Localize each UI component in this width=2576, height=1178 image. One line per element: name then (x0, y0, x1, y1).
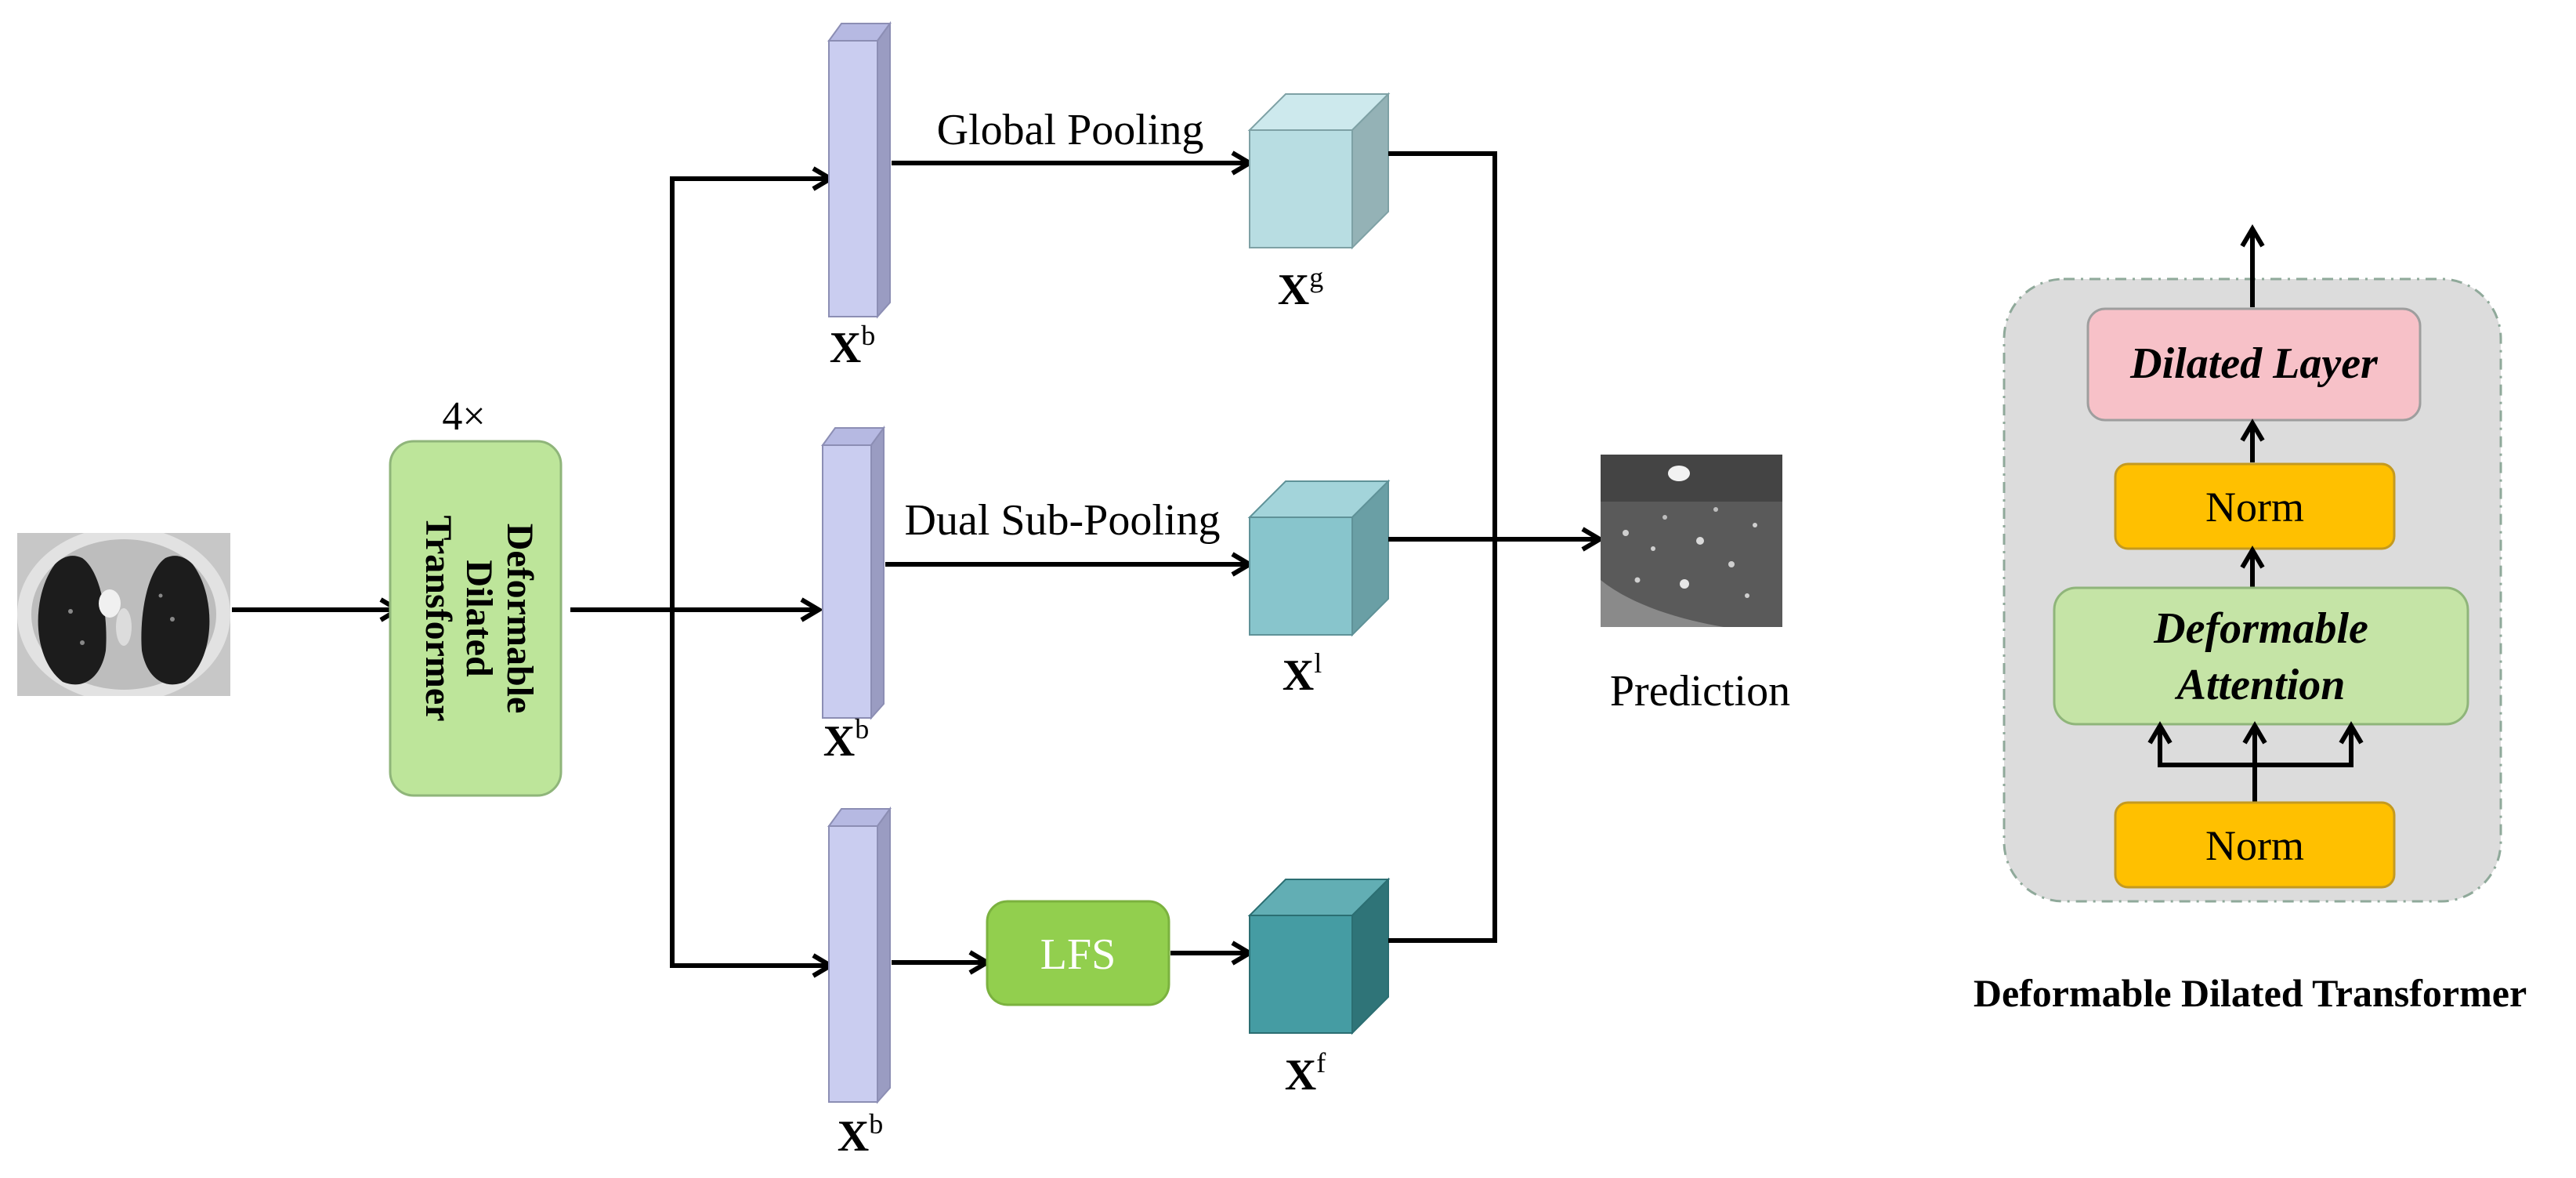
cube-label-local: Xl (1283, 647, 1322, 700)
attention-label-line2: Attention (2175, 661, 2346, 709)
norm-block-top: Norm (2114, 462, 2396, 550)
bar-label-middle: Xb (823, 713, 869, 766)
prediction-label: Prediction (1610, 667, 1790, 716)
cube-label-global: Xg (1278, 262, 1323, 314)
deformable-attention-block: Deformable Attention (2053, 586, 2469, 726)
attention-input-arrows (2147, 721, 2364, 803)
norm-top-label: Norm (2205, 484, 2304, 531)
attention-label-line1: Deformable (2153, 604, 2368, 653)
cube-label-fused: Xf (1285, 1047, 1326, 1100)
ddt-label-line1: Deformable (499, 524, 541, 714)
bar-label-bottom: Xb (838, 1108, 883, 1161)
ddt-label-line3: Transformer (418, 515, 459, 721)
dilated-layer-label: Dilated Layer (2129, 339, 2379, 388)
dilated-layer-block: Dilated Layer (2086, 307, 2422, 422)
ddt-detail-panel: Dilated Layer Norm Deformable Attention … (2003, 224, 2502, 903)
feature-bar-middle (821, 425, 885, 720)
lfs-label: LFS (1040, 930, 1116, 979)
detail-panel-title: Deformable Dilated Transformer (1974, 971, 2527, 1015)
prediction-image (1601, 455, 1782, 627)
feature-bar-bottom (827, 806, 892, 1104)
op-label-dual-sub-pooling: Dual Sub-Pooling (905, 496, 1221, 545)
branch-connectors (570, 166, 835, 978)
merge-connectors (1388, 151, 1605, 943)
cube-global (1247, 92, 1391, 250)
lfs-block: LFS (986, 900, 1170, 1006)
ddt-block: Deformable Dilated Transformer (389, 440, 563, 797)
multiplier-label: 4× (442, 394, 485, 439)
ddt-label-line2: Dilated (458, 560, 500, 677)
feature-bar-top (827, 20, 892, 319)
norm-block-bottom: Norm (2114, 801, 2396, 889)
input-ct-scan-image (17, 533, 230, 696)
norm-bottom-label: Norm (2205, 822, 2304, 869)
cube-fused (1247, 877, 1391, 1035)
bar-label-top: Xb (830, 320, 875, 372)
cube-local (1247, 479, 1391, 637)
op-label-global-pooling: Global Pooling (937, 106, 1204, 154)
